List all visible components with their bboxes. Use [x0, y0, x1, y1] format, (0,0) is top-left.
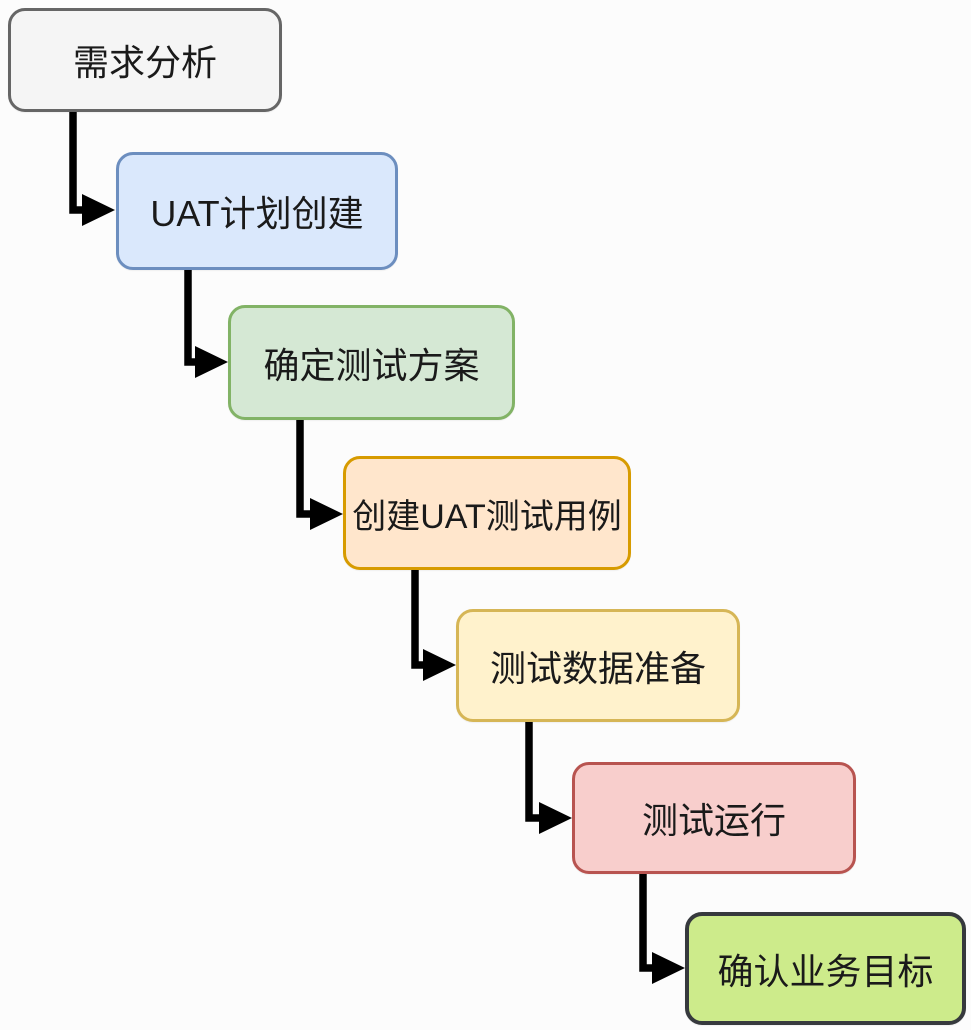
arrowhead-icon — [310, 498, 343, 530]
arrow-uat-plan-to-define-test-plan — [184, 268, 228, 378]
flow-node-test-data-preparation: 测试数据准备 — [456, 609, 740, 722]
arrowhead-icon — [195, 346, 228, 378]
flow-node-label: 创建UAT测试用例 — [352, 497, 622, 536]
flow-node-define-test-plan: 确定测试方案 — [228, 305, 515, 420]
arrow-test-run-to-confirm-goals — [639, 872, 685, 984]
arrow-create-test-cases-to-test-data — [411, 568, 456, 681]
arrow-define-test-plan-to-create-test-cases — [296, 418, 343, 530]
flow-node-label: UAT计划创建 — [150, 193, 364, 234]
flow-node-label: 需求分析 — [72, 42, 217, 83]
flow-node-label: 确认业务目标 — [717, 950, 934, 992]
flow-node-create-uat-test-cases: 创建UAT测试用例 — [343, 456, 631, 570]
flow-node-confirm-business-goals: 确认业务目标 — [685, 912, 966, 1025]
flow-node-test-run: 测试运行 — [572, 762, 856, 874]
arrowhead-icon — [423, 649, 456, 681]
arrow-requirements-to-uat-plan — [69, 110, 115, 226]
flow-node-label: 确定测试方案 — [263, 344, 480, 386]
arrowhead-icon — [539, 802, 572, 834]
flow-node-uat-plan-creation: UAT计划创建 — [116, 152, 398, 270]
flow-node-requirements-analysis: 需求分析 — [8, 8, 282, 112]
arrowhead-icon — [652, 952, 685, 984]
arrowhead-icon — [82, 194, 115, 226]
flow-node-label: 测试运行 — [641, 800, 786, 841]
flow-node-label: 测试数据准备 — [489, 647, 706, 689]
arrow-test-data-to-test-run — [525, 720, 572, 834]
